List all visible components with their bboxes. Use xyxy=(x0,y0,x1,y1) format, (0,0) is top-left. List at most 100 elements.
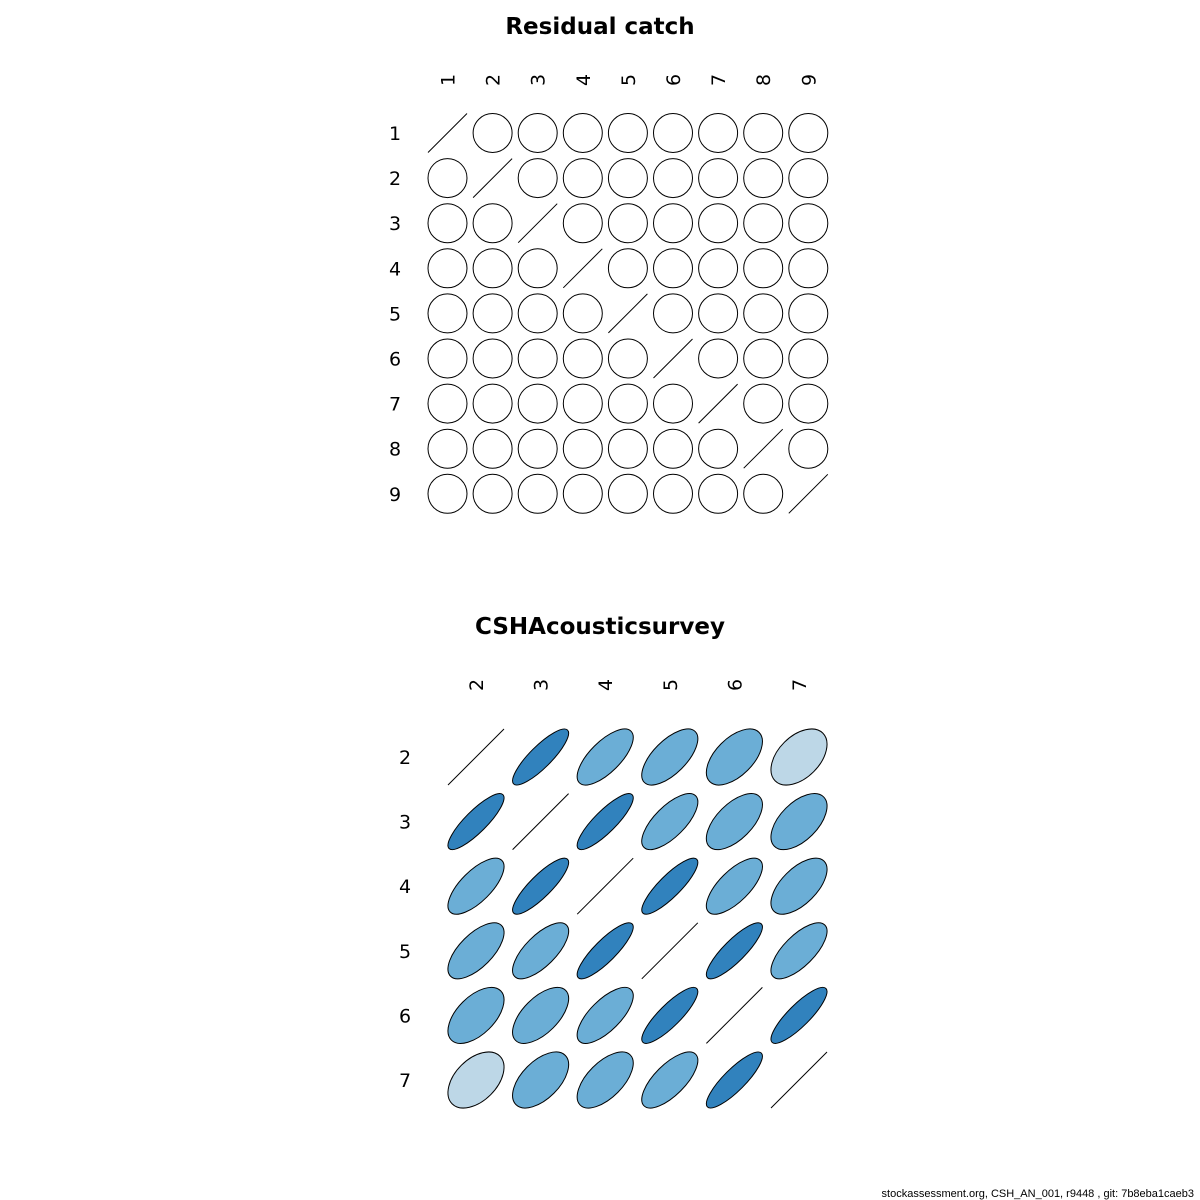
row-label: 2 xyxy=(389,168,401,190)
column-label: 3 xyxy=(528,74,550,86)
correlation-ellipse-3-1 xyxy=(427,203,468,244)
correlation-ellipse-6-3 xyxy=(512,986,570,1044)
correlation-diagonal-mark xyxy=(576,857,634,915)
row-label: 5 xyxy=(399,941,411,963)
correlation-ellipse-6-3 xyxy=(517,338,558,379)
correlation-ellipse-4-1 xyxy=(427,248,468,289)
column-label: 5 xyxy=(660,679,682,691)
correlation-ellipse-9-4 xyxy=(562,473,603,514)
column-label: 2 xyxy=(483,74,505,86)
correlation-ellipse-2-8 xyxy=(743,158,784,199)
correlation-ellipse-2-6 xyxy=(705,728,763,786)
correlation-ellipse-2-6 xyxy=(653,158,693,199)
correlation-ellipse-2-5 xyxy=(641,728,699,786)
correlation-ellipse-9-7 xyxy=(698,473,739,514)
correlation-ellipse-5-4 xyxy=(562,293,603,334)
correlation-ellipse-9-1 xyxy=(427,473,468,514)
correlation-ellipse-1-6 xyxy=(653,113,693,153)
correlation-ellipse-3-7 xyxy=(770,793,828,851)
correlation-ellipse-5-1 xyxy=(427,293,468,334)
column-label: 5 xyxy=(618,74,640,86)
correlation-ellipse-2-7 xyxy=(698,158,739,199)
correlation-diagonal-mark xyxy=(770,1051,828,1109)
correlation-ellipse-4-6 xyxy=(705,857,763,915)
correlation-ellipse-5-2 xyxy=(447,922,505,980)
correlation-ellipse-8-3 xyxy=(517,428,558,469)
correlation-ellipse-7-3 xyxy=(517,383,558,424)
correlation-ellipse-4-3 xyxy=(512,857,570,915)
correlation-ellipse-2-7 xyxy=(770,728,828,786)
correlation-ellipse-6-7 xyxy=(770,986,828,1044)
correlation-ellipse-3-5 xyxy=(641,793,699,851)
correlation-ellipse-2-3 xyxy=(517,158,558,199)
correlation-ellipse-8-7 xyxy=(698,428,739,469)
correlation-ellipse-9-3 xyxy=(517,473,558,514)
correlation-ellipse-6-5 xyxy=(607,338,648,379)
correlation-diagonal-mark xyxy=(608,293,648,334)
correlation-ellipse-4-2 xyxy=(447,857,505,915)
correlation-ellipse-7-4 xyxy=(562,383,603,424)
row-label: 8 xyxy=(389,439,401,461)
column-label: 9 xyxy=(798,74,820,86)
correlation-ellipse-2-4 xyxy=(562,158,603,199)
correlation-ellipse-6-5 xyxy=(641,986,699,1044)
correlation-ellipse-4-3 xyxy=(517,248,558,289)
correlation-diagonal-mark xyxy=(706,987,763,1044)
correlation-ellipse-1-8 xyxy=(743,113,784,153)
correlation-ellipse-2-1 xyxy=(427,158,468,199)
correlation-ellipse-4-6 xyxy=(653,248,693,289)
row-label: 3 xyxy=(389,213,401,235)
correlation-ellipse-3-8 xyxy=(743,203,784,244)
column-label: 2 xyxy=(466,679,488,691)
row-label: 2 xyxy=(399,747,411,769)
correlation-ellipse-4-8 xyxy=(743,248,784,289)
correlation-ellipse-5-9 xyxy=(788,293,829,334)
row-label: 1 xyxy=(389,123,401,145)
correlation-ellipse-3-7 xyxy=(698,203,739,244)
correlation-ellipse-1-9 xyxy=(788,113,829,153)
correlation-ellipse-9-5 xyxy=(607,473,648,514)
column-label: 7 xyxy=(789,679,811,691)
correlation-ellipse-8-6 xyxy=(653,428,693,469)
correlation-diagonal-mark xyxy=(743,428,784,469)
correlation-ellipse-6-4 xyxy=(562,338,603,379)
column-label: 8 xyxy=(753,74,775,86)
correlation-ellipse-3-9 xyxy=(788,203,829,244)
correlation-ellipse-4-7 xyxy=(770,857,828,915)
column-label: 4 xyxy=(595,679,617,691)
row-label: 7 xyxy=(389,394,401,416)
row-label: 3 xyxy=(399,812,411,834)
correlation-diagonal-mark xyxy=(512,793,569,850)
correlation-ellipse-7-6 xyxy=(653,383,693,424)
column-label: 4 xyxy=(573,74,595,86)
correlation-ellipse-9-6 xyxy=(653,473,693,514)
correlation-ellipse-4-7 xyxy=(698,248,739,289)
correlation-ellipse-3-4 xyxy=(562,203,603,244)
correlation-diagonal-mark xyxy=(562,248,603,289)
row-label: 6 xyxy=(399,1005,411,1027)
correlation-ellipse-5-7 xyxy=(770,922,828,980)
correlation-ellipse-5-2 xyxy=(472,293,513,334)
column-label: 3 xyxy=(531,679,553,691)
correlation-ellipse-9-2 xyxy=(472,473,513,514)
correlation-diagonal-mark xyxy=(698,383,738,424)
row-label: 4 xyxy=(389,258,401,280)
correlation-ellipse-6-7 xyxy=(698,338,739,379)
column-label: 6 xyxy=(663,74,685,86)
correlation-ellipse-7-2 xyxy=(472,383,513,424)
correlation-ellipse-1-3 xyxy=(517,113,558,153)
chart-title-residual-catch: Residual catch xyxy=(505,14,694,40)
correlation-diagonal-mark xyxy=(517,203,558,244)
column-label: 6 xyxy=(724,679,746,691)
correlation-ellipse-6-4 xyxy=(576,986,634,1044)
correlation-diagonal-mark xyxy=(447,728,505,786)
correlation-ellipse-5-4 xyxy=(576,922,634,980)
correlation-ellipse-5-6 xyxy=(705,922,763,980)
correlation-ellipse-8-2 xyxy=(472,428,513,469)
correlation-diagonal-mark xyxy=(788,473,829,514)
correlation-ellipse-7-9 xyxy=(788,383,829,424)
correlation-ellipse-6-2 xyxy=(472,338,513,379)
correlation-ellipse-3-5 xyxy=(607,203,648,244)
